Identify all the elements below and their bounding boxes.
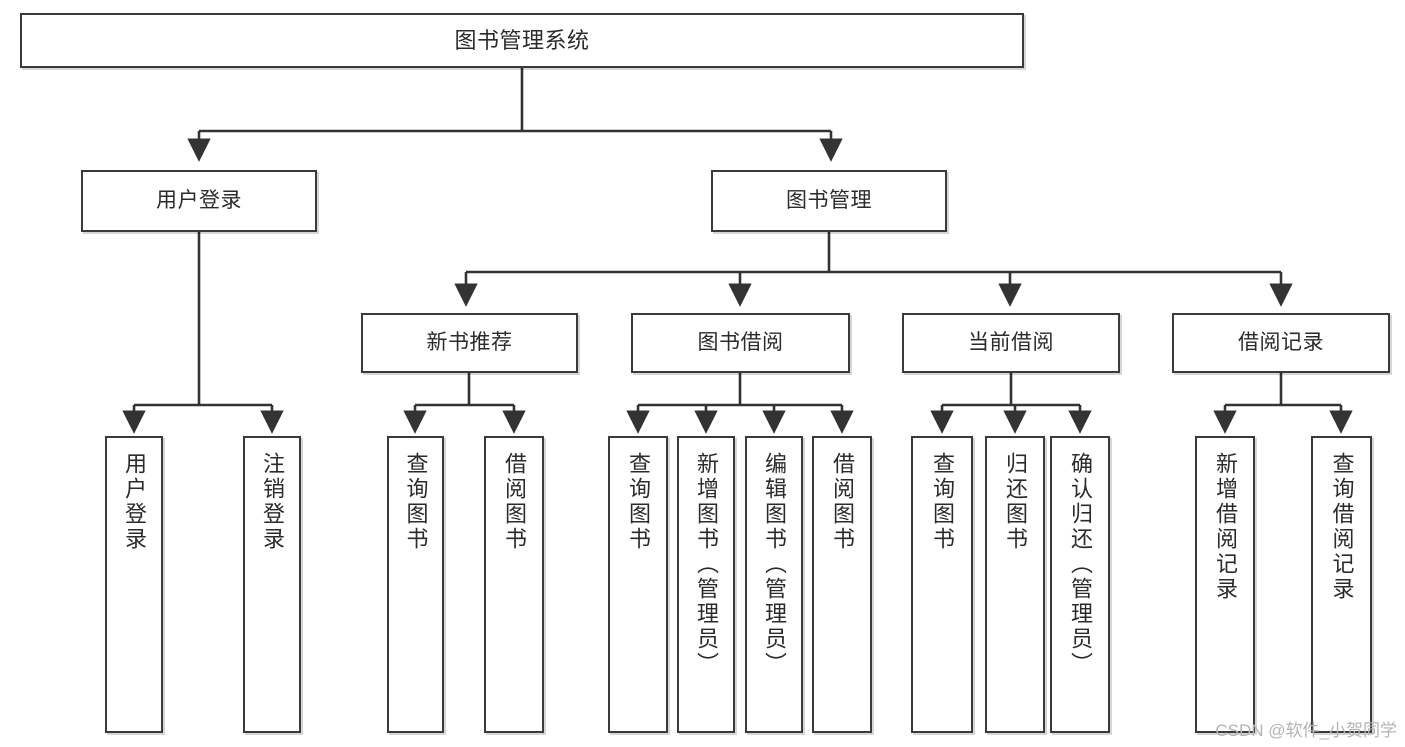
leaf-query-borrow-record[interactable]: 查询借阅记录 bbox=[1311, 436, 1372, 733]
node-label: 确认归还（管理员） bbox=[1068, 452, 1093, 677]
node-label: 查询图书 bbox=[930, 452, 955, 552]
node-label: 借阅图书 bbox=[502, 452, 527, 552]
node-label: 注销登录 bbox=[260, 452, 285, 552]
node-label: 图书管理 bbox=[786, 188, 872, 212]
node-root-system[interactable]: 图书管理系统 bbox=[20, 13, 1024, 68]
leaf-add-borrow-record[interactable]: 新增借阅记录 bbox=[1195, 436, 1255, 733]
node-new-book-recommend[interactable]: 新书推荐 bbox=[361, 313, 578, 373]
node-label: 查询图书 bbox=[403, 452, 429, 552]
leaf-add-book-admin[interactable]: 新增图书（管理员） bbox=[677, 436, 735, 733]
leaf-user-login[interactable]: 用户登录 bbox=[105, 436, 163, 733]
node-label: 图书管理系统 bbox=[454, 27, 590, 53]
node-label: 当前借阅 bbox=[968, 330, 1054, 354]
leaf-borrow-book-recommend[interactable]: 借阅图书 bbox=[484, 436, 544, 733]
node-book-borrow[interactable]: 图书借阅 bbox=[631, 313, 850, 373]
node-label: 编辑图书（管理员） bbox=[762, 452, 787, 677]
leaf-query-book-recommend[interactable]: 查询图书 bbox=[387, 436, 444, 733]
node-label: 查询借阅记录 bbox=[1329, 452, 1355, 602]
node-label: 借阅图书 bbox=[830, 452, 855, 552]
node-label: 图书借阅 bbox=[697, 330, 784, 354]
leaf-query-book-borrow[interactable]: 查询图书 bbox=[608, 436, 668, 733]
node-label: 新增借阅记录 bbox=[1213, 452, 1238, 602]
node-label: 新增图书（管理员） bbox=[694, 452, 719, 677]
node-label: 借阅记录 bbox=[1238, 330, 1324, 354]
leaf-query-book-current[interactable]: 查询图书 bbox=[911, 436, 973, 733]
leaf-return-book[interactable]: 归还图书 bbox=[985, 436, 1045, 733]
node-label: 用户登录 bbox=[122, 452, 147, 552]
node-label: 新书推荐 bbox=[426, 330, 513, 354]
node-current-borrow[interactable]: 当前借阅 bbox=[902, 313, 1120, 373]
node-book-manage[interactable]: 图书管理 bbox=[711, 170, 947, 232]
node-user-login[interactable]: 用户登录 bbox=[81, 170, 317, 232]
leaf-logout[interactable]: 注销登录 bbox=[243, 436, 301, 733]
leaf-borrow-book-borrow[interactable]: 借阅图书 bbox=[812, 436, 872, 733]
node-borrow-record[interactable]: 借阅记录 bbox=[1172, 313, 1390, 373]
node-label: 归还图书 bbox=[1003, 452, 1028, 552]
leaf-edit-book-admin[interactable]: 编辑图书（管理员） bbox=[745, 436, 803, 733]
csdn-watermark: CSDN @软件_小贺同学 bbox=[1215, 721, 1397, 740]
leaf-confirm-return-admin[interactable]: 确认归还（管理员） bbox=[1050, 436, 1110, 733]
node-label: 查询图书 bbox=[626, 452, 651, 552]
node-label: 用户登录 bbox=[156, 188, 242, 212]
